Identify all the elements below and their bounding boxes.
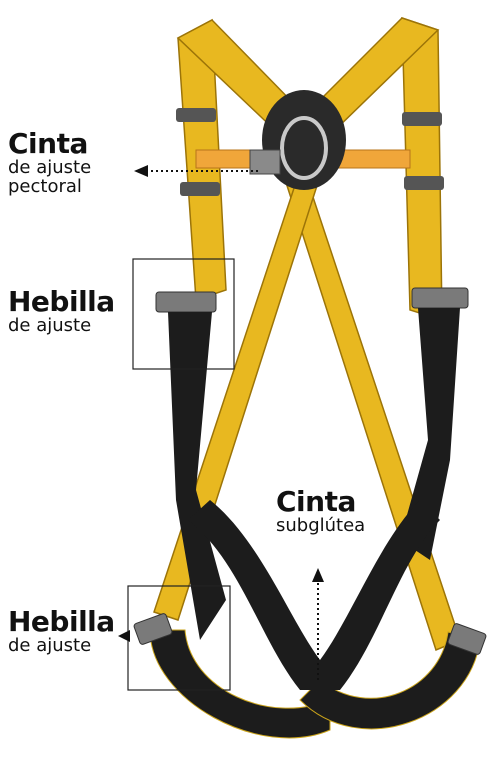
label-upper-buckle-title: Hebilla [8,288,115,316]
label-upper-buckle-line1: de ajuste [8,316,115,335]
label-subgluteal-title: Cinta [276,488,365,516]
label-lower-buckle-title: Hebilla [8,608,115,636]
dorsal-pad [262,90,346,190]
label-chest-strap: Cinta de ajuste pectoral [8,130,91,196]
label-subgluteal-strap: Cinta subglútea [276,488,365,535]
chest-buckle [250,150,280,174]
label-chest-strap-title: Cinta [8,130,91,158]
arrowhead-lower-buckle [118,630,130,642]
right-keeper-top [402,112,442,126]
right-upper-buckle [412,288,468,308]
arrowhead-subgluteal [312,568,324,582]
label-lower-buckle-line1: de ajuste [8,636,115,655]
label-chest-strap-line2: pectoral [8,177,91,196]
label-upper-buckle: Hebilla de ajuste [8,288,115,335]
left-keeper-top [176,108,216,122]
label-chest-strap-line1: de ajuste [8,158,91,177]
label-subgluteal-line1: subglútea [276,516,365,535]
left-upper-buckle [156,292,216,312]
right-shoulder-strap [402,18,442,320]
arrowhead-chest [134,165,148,177]
right-keeper-low [404,176,444,190]
label-lower-buckle: Hebilla de ajuste [8,608,115,655]
left-keeper-low [180,182,220,196]
